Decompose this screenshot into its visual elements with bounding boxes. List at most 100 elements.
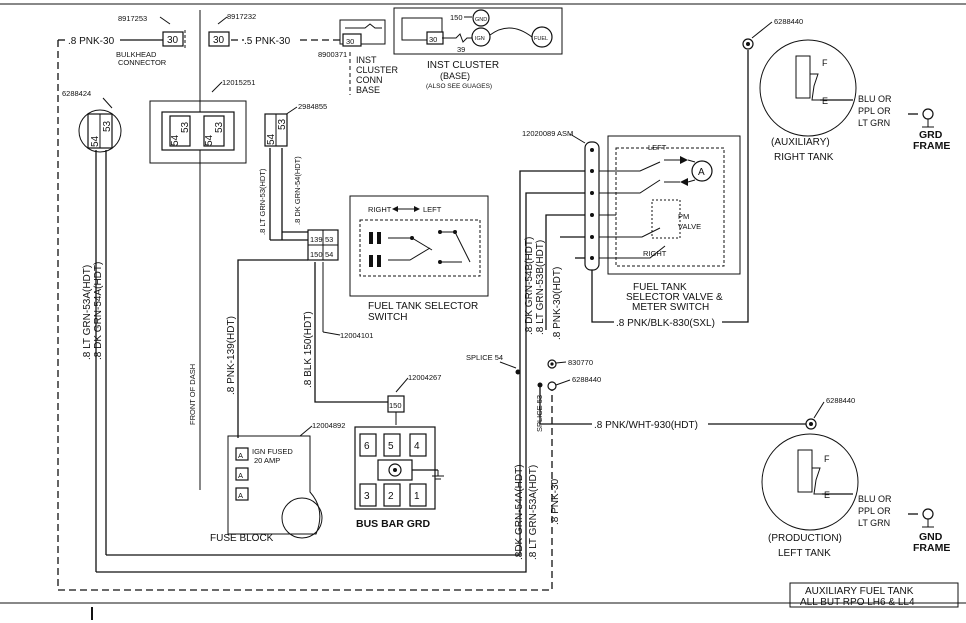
svg-text:GND: GND	[919, 531, 943, 543]
ign-circle	[471, 27, 491, 47]
splice-54-label: SPLICE 54	[466, 353, 503, 362]
wire-ltgrn53b: .8 LT GRN-53B(HDT)	[535, 240, 546, 335]
svg-text:RIGHT: RIGHT	[643, 249, 667, 258]
part-12015251: 12015251	[222, 78, 255, 87]
front-of-dash: FRONT OF DASH	[188, 364, 197, 425]
wire-dkgrn54-top: .8 DK GRN-54(HDT)	[293, 156, 302, 225]
svg-text:IGN: IGN	[475, 36, 485, 42]
wire-pnk30-right: .5 PNK-30	[244, 36, 291, 47]
svg-text:BLU OR: BLU OR	[858, 494, 892, 504]
svg-text:54: 54	[90, 135, 101, 147]
svg-text:METER SWITCH: METER SWITCH	[632, 302, 709, 313]
svg-text:2: 2	[388, 491, 394, 502]
prod-tank-sender	[761, 433, 859, 531]
part-8900371: 8900371	[318, 50, 347, 59]
svg-text:F: F	[822, 58, 828, 68]
valve-connector	[584, 141, 600, 271]
svg-text:A: A	[238, 471, 243, 480]
svg-text:GRD: GRD	[919, 129, 943, 141]
part-12004267: 12004267	[408, 373, 441, 382]
svg-text:1: 1	[414, 491, 420, 502]
svg-text:CLUSTER: CLUSTER	[356, 65, 399, 75]
wire-ltgrn53-low: .8 LT GRN-53A(HDT)	[528, 465, 539, 560]
svg-text:53: 53	[102, 120, 113, 132]
svg-text:RIGHT TANK: RIGHT TANK	[774, 152, 834, 163]
svg-text:30: 30	[213, 35, 225, 46]
svg-text:BASE: BASE	[356, 85, 380, 95]
inst-cluster-base-box	[393, 7, 563, 55]
svg-text:VALVE: VALVE	[678, 222, 701, 231]
svg-text:F: F	[824, 454, 830, 464]
svg-text:6: 6	[364, 441, 370, 452]
svg-text:54: 54	[266, 133, 277, 145]
fuse-block-box	[227, 435, 321, 535]
part-2984855: 2984855	[298, 102, 327, 111]
part-6288440-bot: 6288440	[826, 396, 855, 405]
svg-text:A: A	[238, 491, 243, 500]
inst-cluster-conn-box	[339, 19, 386, 45]
svg-text:A: A	[238, 451, 243, 460]
connector-6288424	[78, 109, 122, 153]
svg-text:54: 54	[325, 250, 333, 259]
svg-text:53: 53	[277, 118, 288, 130]
svg-text:BLU OR: BLU OR	[858, 94, 892, 104]
svg-text:150: 150	[310, 250, 323, 259]
wire-pnk139: .8 PNK-139(HDT)	[226, 316, 237, 395]
svg-text:PPL OR: PPL OR	[858, 106, 891, 116]
svg-text:LEFT TANK: LEFT TANK	[778, 548, 831, 559]
connector-12015251	[149, 100, 247, 164]
svg-text:5: 5	[388, 441, 394, 452]
svg-text:53: 53	[325, 235, 333, 244]
svg-text:(PRODUCTION): (PRODUCTION)	[768, 533, 842, 544]
svg-text:FUEL: FUEL	[534, 36, 548, 42]
svg-text:INST CLUSTER: INST CLUSTER	[427, 60, 499, 71]
svg-text:SWITCH: SWITCH	[368, 312, 407, 323]
selector-switch-box	[349, 195, 489, 297]
svg-text:A: A	[698, 167, 705, 178]
svg-text:LT GRN: LT GRN	[858, 518, 890, 528]
gnd-circle	[472, 9, 490, 27]
svg-text:53: 53	[180, 121, 191, 133]
wire-dkgrn54a-left: .8 DK GRN-54A(HDT)	[93, 262, 104, 360]
wire-pnk830: .8 PNK/BLK-830(SXL)	[616, 318, 715, 329]
svg-text:IGN FUSED: IGN FUSED	[252, 447, 293, 456]
part-6288424: 6288424	[62, 89, 91, 98]
part-830770: 830770	[568, 358, 593, 367]
svg-text:FUEL TANK: FUEL TANK	[633, 282, 687, 293]
svg-text:PPL OR: PPL OR	[858, 506, 891, 516]
part-12004892: 12004892	[312, 421, 345, 430]
part-12004101: 12004101	[340, 331, 373, 340]
part-6288440-top: 6288440	[774, 17, 803, 26]
svg-text:54: 54	[204, 134, 215, 146]
svg-text:CONN: CONN	[356, 75, 383, 85]
svg-text:150: 150	[450, 13, 463, 22]
aux-tank-sender	[759, 39, 857, 137]
fuel-circle	[531, 26, 553, 48]
svg-text:BULKHEAD: BULKHEAD	[116, 50, 157, 59]
svg-text:PM: PM	[678, 212, 689, 221]
wire-dkgrn54-low: .8DK GRN-54A(HDT)	[514, 464, 525, 560]
title-line2: ALL BUT RPO LH6 & LL4	[800, 597, 915, 608]
part-12020089: 12020089 ASM	[522, 129, 573, 138]
svg-text:FRAME: FRAME	[913, 140, 950, 152]
fuse-block-label: FUSE BLOCK	[210, 533, 274, 544]
svg-text:E: E	[824, 490, 830, 500]
bus-bar-label: BUS BAR GRD	[356, 518, 431, 530]
svg-text:FUEL TANK SELECTOR: FUEL TANK SELECTOR	[368, 301, 478, 312]
wire-pnk30-left: .8 PNK-30	[68, 36, 115, 47]
bulkhead-terminal-30a	[162, 31, 184, 47]
svg-text:30: 30	[429, 35, 437, 44]
wire-pnk30hdt: .8 PNK-30(HDT)	[552, 267, 563, 340]
selector-valve-box	[607, 135, 741, 275]
wire-ltgrn53-top: .8 LT GRN-53(HDT)	[258, 168, 267, 235]
svg-text:150: 150	[389, 401, 402, 410]
svg-text:39: 39	[457, 45, 465, 54]
svg-text:139: 139	[310, 235, 323, 244]
svg-text:(AUXILIARY): (AUXILIARY)	[771, 137, 830, 148]
part-6288440-mid: 6288440	[572, 375, 601, 384]
left-arrow-label: LEFT	[423, 205, 442, 214]
svg-text:(ALSO SEE GUAGES): (ALSO SEE GUAGES)	[426, 83, 492, 90]
svg-text:GND: GND	[475, 17, 487, 23]
svg-text:SELECTOR VALVE &: SELECTOR VALVE &	[626, 292, 723, 303]
